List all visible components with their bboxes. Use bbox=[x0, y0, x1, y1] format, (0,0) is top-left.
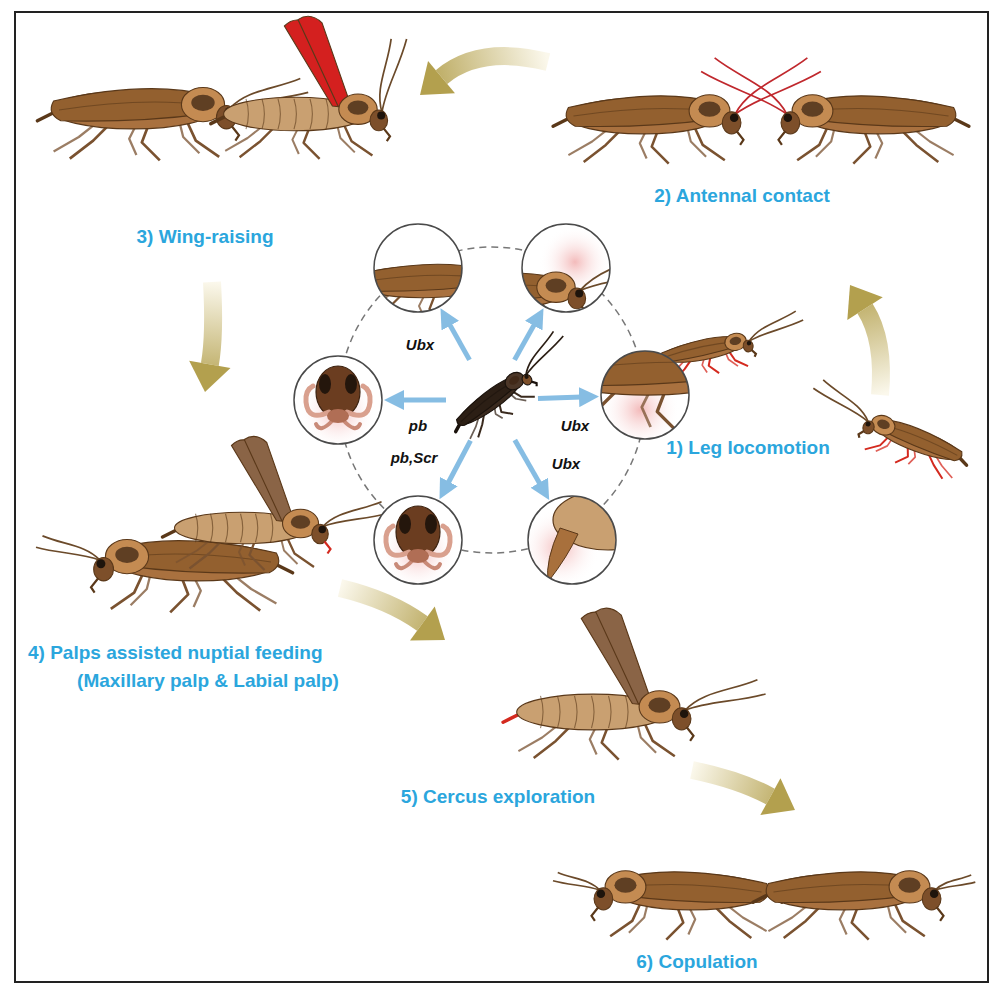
detail-circle bbox=[343, 224, 622, 324]
stage-label: 5) Cercus exploration bbox=[401, 786, 595, 809]
flow-arrow bbox=[189, 282, 230, 392]
flow-arrow bbox=[692, 770, 795, 815]
gene-arrow bbox=[394, 398, 446, 403]
gene-arrow bbox=[514, 317, 538, 360]
gene-label: Ubx bbox=[561, 417, 589, 435]
behavior-illustrations bbox=[36, 16, 977, 939]
cockroach bbox=[163, 436, 389, 570]
cockroach bbox=[696, 55, 969, 163]
stage-label: 4) Palps assisted nuptial feeding bbox=[28, 642, 323, 665]
detail-circle bbox=[409, 224, 707, 337]
gene-arrow bbox=[538, 397, 589, 399]
detail-circle bbox=[520, 490, 663, 588]
cockroach bbox=[530, 304, 939, 434]
cockroach bbox=[553, 871, 782, 940]
gene-arrow bbox=[445, 317, 469, 360]
flow-arrow bbox=[847, 285, 882, 395]
gene-label: Ubx bbox=[552, 455, 580, 473]
stage-label: 3) Wing-raising bbox=[136, 226, 273, 249]
gene-label: pb,Scr bbox=[391, 449, 438, 467]
gene-arrow bbox=[444, 441, 470, 491]
stage-label: (Maxillary palp & Labial palp) bbox=[77, 670, 339, 693]
cockroach bbox=[503, 608, 765, 759]
stage-label: 1) Leg locomotion bbox=[666, 437, 830, 460]
gene-label: Ubx bbox=[406, 336, 434, 354]
stage-label: 6) Copulation bbox=[636, 951, 757, 974]
detail-circle bbox=[294, 356, 382, 450]
gene-arrow bbox=[515, 440, 544, 491]
cockroach bbox=[753, 871, 975, 940]
cockroach bbox=[553, 55, 826, 163]
detail-circle bbox=[530, 304, 939, 450]
cockroach bbox=[211, 16, 420, 159]
cockroach bbox=[36, 536, 293, 613]
flow-arrow bbox=[420, 56, 548, 95]
frame bbox=[15, 12, 988, 982]
flow-arrow bbox=[340, 588, 445, 641]
gene-label: pb bbox=[409, 417, 427, 435]
stage-label: 2) Antennal contact bbox=[654, 185, 830, 208]
detail-circle bbox=[374, 496, 462, 590]
cockroach bbox=[409, 242, 707, 336]
gene-wheel bbox=[294, 224, 939, 590]
